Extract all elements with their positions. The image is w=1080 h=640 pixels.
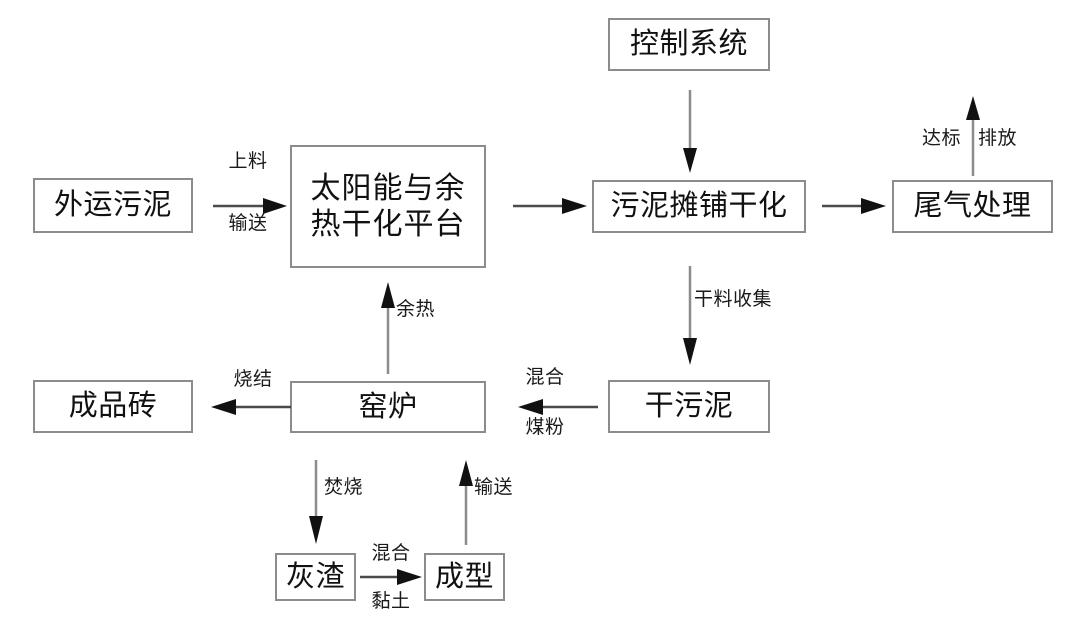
edge-label-discharge-right: 排放 xyxy=(978,128,1018,149)
edge-incineration-arrow xyxy=(306,460,326,545)
edge-spreading-to-exhaust-arrow xyxy=(822,196,888,216)
edge-waste-heat-arrow xyxy=(378,282,398,374)
node-forming[interactable]: 成型 xyxy=(424,553,505,601)
edge-discharge-arrow xyxy=(963,96,983,176)
edge-label-waste-heat: 余热 xyxy=(396,299,436,320)
edge-mix-coal-arrow xyxy=(512,397,598,417)
edge-label-incineration: 焚烧 xyxy=(324,477,364,498)
node-label: 外运污泥 xyxy=(53,189,172,222)
node-exhaust-treatment[interactable]: 尾气处理 xyxy=(892,180,1053,233)
edge-sintering-arrow xyxy=(205,397,291,417)
node-kiln[interactable]: 窑炉 xyxy=(290,381,486,433)
edge-label-mix-clay-bottom: 黏土 xyxy=(371,591,411,612)
edge-label-mix-clay-top: 混合 xyxy=(371,543,411,564)
edge-label-discharge-left: 达标 xyxy=(922,128,962,149)
node-label: 尾气处理 xyxy=(913,190,1032,223)
edge-label-mix-coal-top: 混合 xyxy=(525,367,565,388)
edge-label-feeding-bottom: 输送 xyxy=(228,213,268,234)
node-finished-brick[interactable]: 成品砖 xyxy=(33,380,193,433)
node-label: 灰渣 xyxy=(285,560,345,593)
edge-label-sintering: 烧结 xyxy=(233,369,273,390)
node-label: 控制系统 xyxy=(629,28,748,61)
node-label: 干污泥 xyxy=(644,390,734,423)
node-label: 成品砖 xyxy=(68,390,158,423)
node-external-sludge[interactable]: 外运污泥 xyxy=(33,178,193,233)
edge-label-feeding-top: 上料 xyxy=(228,151,268,172)
node-ash-slag[interactable]: 灰渣 xyxy=(275,553,356,601)
edge-platform-to-spreading-arrow xyxy=(513,196,589,216)
node-sludge-spreading-drying[interactable]: 污泥摊铺干化 xyxy=(592,180,806,233)
edge-label-mix-coal-bottom: 煤粉 xyxy=(525,417,565,438)
node-label: 太阳能与余 热干化平台 xyxy=(310,172,466,241)
edge-label-transport: 输送 xyxy=(474,477,514,498)
node-label: 窑炉 xyxy=(358,390,418,423)
node-control-system[interactable]: 控制系统 xyxy=(608,18,770,71)
node-label: 污泥摊铺干化 xyxy=(610,190,788,223)
edge-mix-clay-arrow xyxy=(360,567,424,587)
node-dry-sludge[interactable]: 干污泥 xyxy=(608,380,770,433)
edge-transport-arrow xyxy=(456,460,476,545)
edge-control-to-spreading-arrow xyxy=(680,90,700,174)
edge-dry-collect-arrow xyxy=(680,266,700,366)
edge-feeding-arrow xyxy=(213,196,289,216)
node-label: 成型 xyxy=(434,560,494,593)
node-solar-waste-heat-platform[interactable]: 太阳能与余 热干化平台 xyxy=(290,145,486,268)
edge-label-dry-collect: 干料收集 xyxy=(694,289,773,310)
